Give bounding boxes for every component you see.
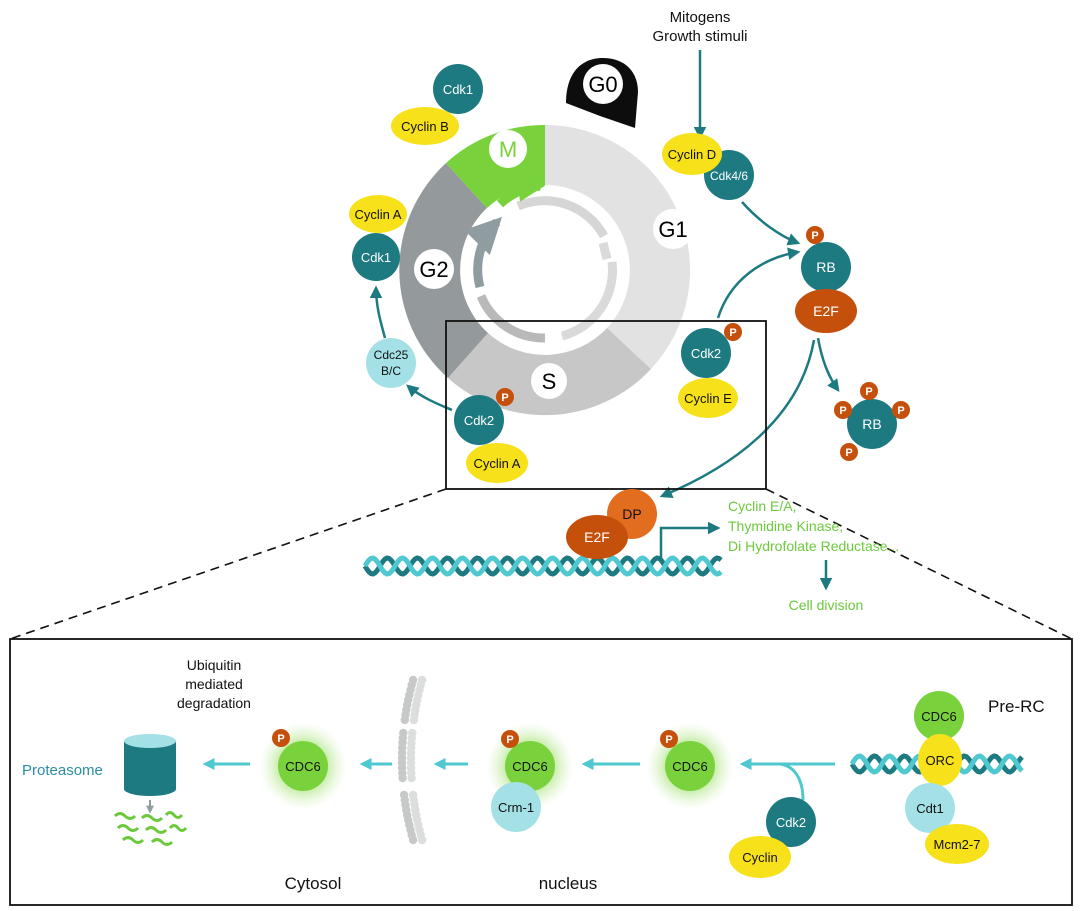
membrane-bead — [407, 773, 416, 783]
dna-helix — [362, 555, 723, 577]
membrane-bead — [417, 835, 427, 845]
nuclear-membrane — [397, 675, 427, 845]
proteasome-icon — [124, 734, 176, 814]
e2f-to-dp-arrow — [659, 339, 816, 498]
membrane-bead — [398, 773, 407, 783]
cdk2-to-rb-arrow — [716, 247, 801, 319]
svg-text:Cyclin: Cyclin — [742, 850, 777, 865]
proteasome-label: Proteasome — [22, 762, 103, 779]
cdk2-cyclina-s-complex: Cdk2 P Cyclin A — [454, 388, 528, 483]
svg-text:Cdk2: Cdk2 — [464, 413, 494, 428]
svg-text:CDC6: CDC6 — [285, 759, 320, 774]
cell-division-label: Cell division — [789, 597, 864, 613]
svg-text:Cdk1: Cdk1 — [443, 82, 473, 97]
membrane-bead — [400, 715, 409, 725]
svg-text:Cdk2: Cdk2 — [691, 346, 721, 361]
svg-text:Cyclin D: Cyclin D — [668, 147, 716, 162]
nucleus-label: nucleus — [539, 874, 598, 893]
svg-text:Cyclin B: Cyclin B — [401, 119, 449, 134]
phase-g1-label: G1 — [658, 217, 687, 242]
svg-text:P: P — [845, 447, 852, 459]
membrane-bead — [409, 715, 418, 725]
cdk2-to-cdc25-arrow — [406, 384, 453, 412]
target-genes-line1: Cyclin E/A, — [728, 498, 796, 514]
rb-release-arrow — [816, 337, 840, 393]
svg-text:CDC6: CDC6 — [672, 759, 707, 774]
growth-stimuli-label: Growth stimuli — [652, 28, 747, 45]
svg-text:P: P — [277, 733, 284, 745]
svg-text:Crm-1: Crm-1 — [498, 800, 534, 815]
svg-text:Cyclin E: Cyclin E — [684, 391, 732, 406]
cyclind-cdk46-complex: Cdk4/6 Cyclin D — [662, 133, 754, 200]
svg-text:P: P — [665, 734, 672, 746]
rb-e2f-complex: RB P E2F — [795, 226, 857, 333]
svg-text:P: P — [839, 405, 846, 417]
svg-text:Cdk4/6: Cdk4/6 — [710, 169, 748, 183]
g1-segment — [545, 124, 691, 369]
svg-text:P: P — [897, 405, 904, 417]
cdc25-to-cdk1-arrow — [369, 285, 387, 339]
svg-text:Cyclin A: Cyclin A — [355, 207, 402, 222]
phase-m-label: M — [499, 137, 517, 162]
inset-panel — [9, 638, 1073, 906]
svg-text:Cdt1: Cdt1 — [916, 801, 943, 816]
cdc6-phosphorylated: CDC6 P — [646, 722, 734, 810]
cdc6-cytosol: CDC6 P — [259, 722, 347, 810]
cdk2-cyclin-inset-complex: Cdk2 Cyclin — [729, 797, 816, 878]
peptide-fragments-icon — [113, 811, 188, 846]
svg-text:ORC: ORC — [926, 753, 955, 768]
cdc6-crm1-complex: CDC6 P Crm-1 — [486, 722, 574, 832]
cell-cycle-wheel: G0 M G1 G2 S — [399, 58, 693, 416]
ubiquitin-label-2: mediated — [185, 676, 243, 692]
ubiquitin-label-3: degradation — [177, 695, 251, 711]
cdk1-cyclinb-complex: Cdk1 Cyclin B — [391, 64, 483, 145]
svg-text:P: P — [865, 386, 872, 398]
svg-text:CDC6: CDC6 — [921, 709, 956, 724]
target-genes-line2: Thymidine Kinase, — [728, 518, 843, 534]
mitogens-label: Mitogens — [670, 9, 731, 26]
pre-rc-label: Pre-RC — [988, 697, 1045, 716]
s-phase-zoom-box — [445, 320, 767, 490]
cdk46-to-rb-arrow — [741, 201, 801, 246]
svg-text:E2F: E2F — [813, 303, 839, 319]
svg-text:E2F: E2F — [584, 529, 610, 545]
svg-text:Mcm2-7: Mcm2-7 — [934, 837, 981, 852]
svg-text:P: P — [729, 327, 736, 339]
cyclina-cdk1-complex: Cyclin A Cdk1 — [349, 195, 407, 281]
cdc25-bc: Cdc25 B/C — [366, 338, 416, 388]
svg-text:Cdk2: Cdk2 — [776, 815, 806, 830]
cytosol-label: Cytosol — [285, 874, 342, 893]
membrane-bead — [408, 835, 418, 845]
svg-text:P: P — [811, 230, 818, 242]
cdk2-phosphorylation-branch — [779, 762, 805, 801]
svg-text:Cyclin A: Cyclin A — [474, 456, 521, 471]
svg-text:B/C: B/C — [381, 364, 401, 378]
svg-text:RB: RB — [816, 259, 835, 275]
e2f-dp-complex: DP E2F — [566, 489, 657, 559]
phase-s-label: S — [542, 369, 557, 394]
phospho-label: P — [501, 392, 508, 404]
transcription-start-arrow — [659, 521, 721, 560]
svg-text:CDC6: CDC6 — [512, 759, 547, 774]
svg-text:Cdc25: Cdc25 — [374, 348, 409, 362]
pre-rc-complex: CDC6 ORC Cdt1 Mcm2-7 — [905, 691, 989, 864]
target-genes-line3: Di Hydrofolate Reductase... — [728, 538, 899, 554]
cdk2-cycline-complex: Cdk2 P Cyclin E — [678, 323, 742, 418]
phase-g2-label: G2 — [419, 257, 448, 282]
svg-text:Cdk1: Cdk1 — [361, 250, 391, 265]
ubiquitin-label-1: Ubiquitin — [187, 657, 241, 673]
svg-text:DP: DP — [622, 506, 641, 522]
hyperphosphorylated-rb: RB P P P P — [834, 382, 910, 461]
svg-text:P: P — [506, 734, 513, 746]
phase-g0-label: G0 — [588, 72, 617, 97]
svg-text:RB: RB — [862, 416, 881, 432]
